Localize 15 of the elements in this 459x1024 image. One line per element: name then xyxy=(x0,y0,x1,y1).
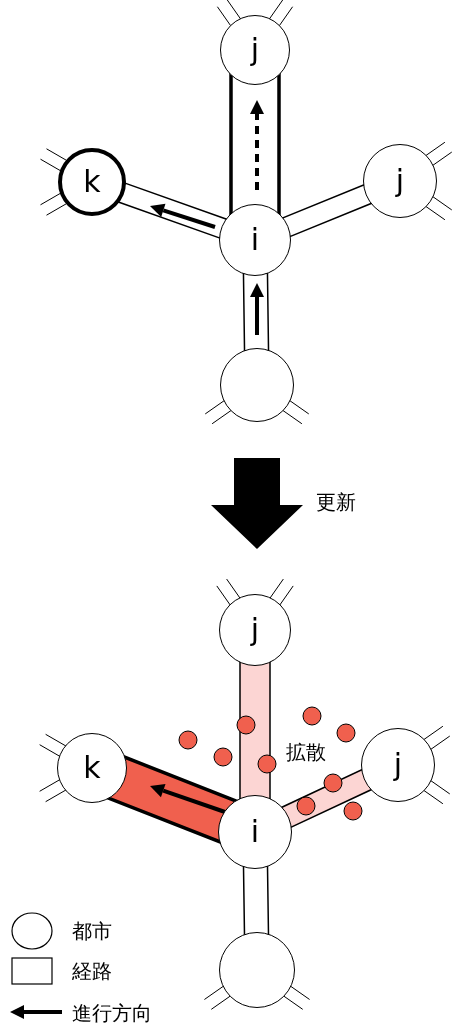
city-circle: j xyxy=(363,144,437,218)
update-label: 更新 xyxy=(316,492,356,512)
legend-text: 進行方向 xyxy=(72,1003,152,1023)
city-circle: i xyxy=(218,795,292,869)
city-circle: i xyxy=(219,204,291,276)
city-circle: j xyxy=(219,594,291,666)
diffusion-label: 拡散 xyxy=(286,742,326,762)
city-circle: j xyxy=(220,15,290,85)
road xyxy=(242,865,270,936)
city-circle: k xyxy=(57,733,127,803)
legend-text: 都市 xyxy=(72,921,112,941)
road xyxy=(281,183,373,238)
city-circle: j xyxy=(361,728,435,802)
legend-text: 経路 xyxy=(72,961,112,981)
city-circle: k xyxy=(58,148,126,216)
